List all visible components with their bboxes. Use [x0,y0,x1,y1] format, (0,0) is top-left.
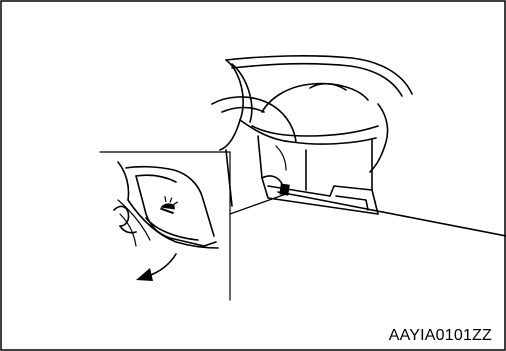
hood-release-icon [160,195,178,214]
curved-arrow-icon [136,254,176,281]
callout [100,152,286,300]
figure-code: AAYIA0101ZZ [389,327,492,345]
lever-location-marker [279,184,289,196]
steering-wheel [212,56,412,172]
dashboard [226,136,506,236]
